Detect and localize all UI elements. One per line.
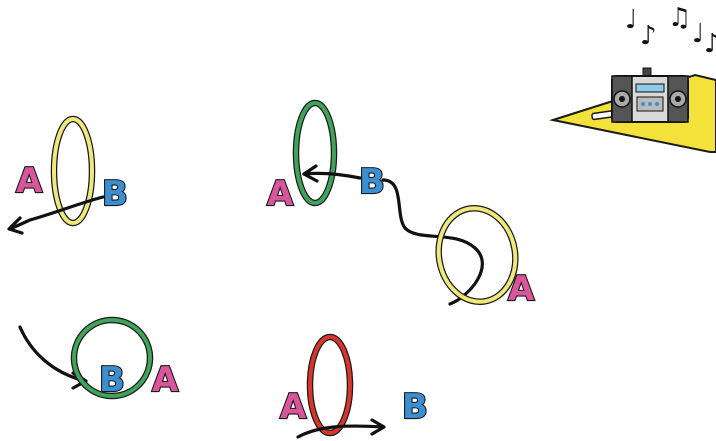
travel-path: [8, 195, 105, 231]
letter-a: A: [16, 161, 43, 201]
letter-a: A: [280, 387, 307, 427]
letter-b: B: [102, 174, 128, 214]
travel-path: [18, 325, 87, 383]
hoop-yellow-inner: [52, 117, 94, 225]
svg-text:♩: ♩: [625, 5, 637, 35]
svg-text:♫: ♫: [668, 3, 691, 33]
arrow-head: [7, 216, 24, 235]
svg-text:♪: ♪: [640, 21, 657, 51]
letter-b: B: [359, 162, 385, 202]
letter-b: B: [99, 360, 125, 400]
arrow-head: [302, 164, 319, 183]
letter-a: A: [152, 360, 179, 400]
scene-1: A B: [7, 115, 129, 235]
svg-text:♪: ♪: [704, 29, 716, 59]
letter-a: A: [508, 269, 535, 309]
letter-b: B: [402, 387, 428, 427]
music-notes-icon: ♩ ♪ ♫ ♩ ♪: [625, 3, 716, 59]
travel-path: [381, 178, 484, 306]
travel-path: [296, 424, 385, 439]
travel-path: [302, 171, 362, 180]
music-corner: ♩ ♪ ♫ ♩ ♪: [549, 3, 716, 153]
scene-5: A B: [279, 333, 429, 439]
hoop-green-inner: [294, 101, 336, 205]
letter-a: A: [267, 174, 294, 214]
scene-4: B A: [18, 316, 180, 401]
boombox-icon: [611, 67, 689, 123]
hoop-yellow-inner: [436, 206, 518, 304]
hoop-red-inner: [308, 335, 352, 435]
arrow-head: [370, 418, 386, 436]
hoop-green-inner: [72, 318, 152, 398]
svg-text:♩: ♩: [692, 19, 704, 49]
scene-3: A: [381, 178, 536, 310]
scene-2: A B: [266, 99, 386, 215]
